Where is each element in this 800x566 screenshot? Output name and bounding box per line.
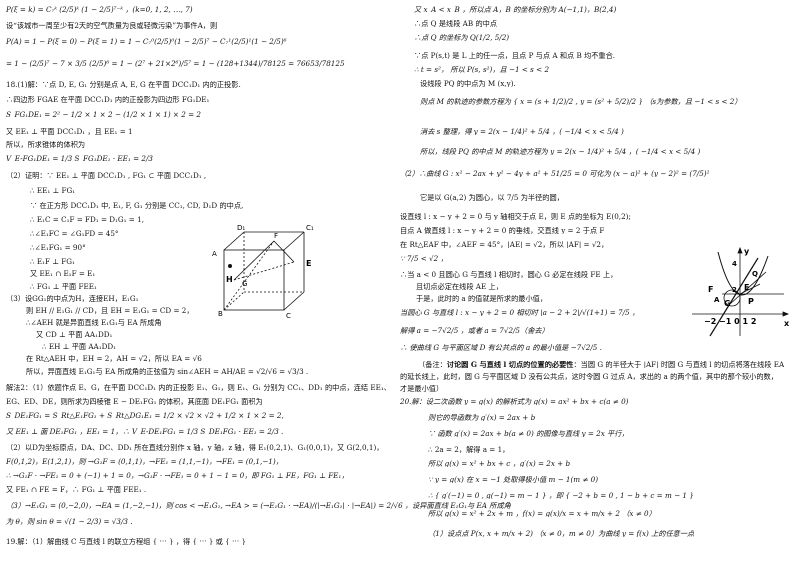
text-line: ∵点 P(s,t) 是 L 上的任一点，且点 P 与点 A 和点 B 均不重合.	[414, 52, 616, 60]
text-line: 所以，所求锥体的体积为	[6, 141, 86, 149]
text-line: ∵ 在正方形 DCC₁D₁ 中, E₁, F, G₁ 分别是 CC₁, CD, …	[30, 202, 244, 210]
figure-label: A	[212, 250, 217, 258]
figure-label: F	[274, 232, 278, 240]
figure-label: G	[242, 280, 247, 288]
figure-label: E	[744, 283, 749, 292]
text-line: 解得 a = −7√2/5 ，或者 a = 7√2/5（舍去）	[400, 327, 549, 335]
figure-label: 4	[732, 260, 737, 268]
axis-label: x	[784, 319, 790, 328]
text-line: 则点 M 的轨迹的参数方程为 { x = (s + 1/2)/2 , y = (…	[420, 98, 742, 106]
text-line: 的延长线上，此时，圆 G 与平面区域 D 没有公共点，这时令圆 G 过点 A，求…	[400, 373, 778, 381]
text-line: （3）设GG₁的中点为H，连接EH，E₁G₁	[6, 295, 139, 303]
text-line: 设直线 l : x − y + 2 = 0 与 y 轴相交于点 E，则 E 点的…	[400, 213, 631, 221]
text-line: ∵ 函数 g′(x) = 2ax + b(a ≠ 0) 的图像与直线 y = 2…	[428, 430, 629, 438]
text-line: 18.(1)解：∵点 D, E, G₁ 分别是点 A, E, G 在平面 DCC…	[6, 81, 241, 89]
text-line: （备注：讨论圆 G 与直线 l 切点的位置的必要性：当圆 G 的半径大于 |AF…	[418, 361, 785, 369]
axis-label: y	[744, 247, 750, 256]
text-line: 在 Rt△AEH 中，EH = 2，AH = √2，所以 EA = √6	[26, 355, 202, 363]
text-line: 又 EE₁ ⊥ 平面 DCC₁D₁ ，且 EE₁ = 1	[6, 128, 133, 136]
text-line: S_DE₁FG₁ = S_Rt△E₁FG₁ + S_Rt△DG₁E₁ = 1/2…	[6, 412, 284, 420]
text-line: 又 EE₁ ⊥ 面 DE₁FG₁ ，EE₁ = 1，∴ V_E-DE₁FG₁ =…	[6, 428, 284, 436]
text-line: ∴点 Q 是线段 AB 的中点	[414, 20, 498, 28]
text-line: ∴ →G₁F · →FE₁ = 0 + (−1) + 1 = 0，→G₁F · …	[6, 472, 349, 480]
text-line: 它是以 G(a,2) 为圆心，以 7/5 为半径的圆，	[420, 194, 564, 202]
text-line: 解法2：（1）依题作点 E、G，在平面 DCC₁D₁ 内的正投影 E₁、G₁，则…	[6, 384, 391, 392]
text-line: 所以 g(x) = x² + 2x + m ，f(x) = g(x)/x = x…	[428, 510, 656, 518]
text-line: ∴ E₁F ⊥ FG₁	[30, 258, 75, 266]
figure-label: P	[748, 297, 754, 306]
text-line: = 1 − (2/5)⁷ − 7 × 3/5 (2/5)⁶ = 1 − (2⁷ …	[6, 60, 345, 68]
text-line: （3）→E₁G₁ = (0,−2,0)，→EA = (1,−2,−1)，则 co…	[6, 502, 511, 510]
text-line: 设“该城市一周至少有2天的空气质量为良或轻微污染”为事件A，则	[6, 22, 218, 30]
text-line: EG、ED、DE，则所求为四棱锥 E − DE₁FG₁ 的体积，其底面 DE₁F…	[6, 398, 263, 406]
text-line: ∴当 a < 0 且圆心 G 与直线 l 相切时，圆心 G 必定在线段 FE 上…	[400, 271, 618, 279]
text-line: S_FG₁DE₁ = 2² − 1/2 × 1 × 2 − (1/2 × 1 ×…	[6, 111, 201, 119]
figure-label: C₁	[306, 224, 314, 232]
figure-label: E	[306, 259, 311, 268]
figure-label: C	[286, 312, 291, 320]
text-line: 所以，异面直线 E₁G₁与 EA 所成角的正弦值为 sin∠AEH = AH/A…	[26, 368, 309, 376]
text-line: V_E-FG₁DE₁ = 1/3 S_FG₁DE₁ · EE₁ = 2/3	[6, 155, 153, 163]
text-line: ∴ EE₁ ⊥ FG₁	[30, 187, 76, 195]
text-line: ∴ 2a = 2，解得 a = 1，	[428, 446, 510, 454]
figure-label: G	[724, 299, 731, 308]
text-line: ∴四边形 FGAE 在平面 DCC₁D₁ 内的正投影为四边形 FG₁DE₁	[6, 96, 210, 104]
text-line: 为 θ，则 sin θ = √(1 − 2/3) = √3/3 .	[6, 518, 133, 526]
text-line: （1）设点点 P(x, x + m/x + 2) （x ≠ 0，m ≠ 0）为曲…	[428, 530, 695, 538]
cube-figure: A B C D₁ C₁ E H G F	[212, 224, 314, 320]
figure-label: D₁	[237, 224, 245, 232]
text-line: ∴ EH ⊥ 平面 AA₁DD₁	[42, 343, 117, 351]
text-line: ∴∠AEH 就是异面直线 E₁G₁与 EA 所成角	[26, 319, 162, 327]
figure-label: 2	[732, 286, 737, 294]
axis-ticks: −2 −1 0 1 2	[704, 317, 756, 326]
text-line: 才是最小值）	[400, 385, 444, 393]
text-line: 所以 g(x) = x² + bx + c ，g′(x) = 2x + b	[428, 460, 571, 468]
text-line: ∵ 7/5 < √2 ，	[400, 255, 448, 263]
text-line: （2）∴曲线 G : x² − 2ax + y² − 4y + a² + 51/…	[400, 170, 710, 178]
text-line: ∴∠E₁FG₁ = 90°	[30, 244, 86, 252]
underlined-phrase: 讨论圆 G 与直线 l 切点的位置的必要性	[446, 361, 574, 369]
text-line: ∴点 Q 的坐标为 Q(1/2, 5/2)	[414, 34, 510, 42]
figure-label: Q	[752, 270, 758, 278]
text-line: 又 x_A < x_B ，所以点 A，B 的坐标分别为 A(−1,1)，B(2,…	[414, 6, 617, 14]
figure-label: A	[714, 296, 720, 304]
figure-label: H	[226, 275, 233, 284]
text-line: 设线段 PQ 的中点为 M (x,y).	[420, 80, 516, 88]
text-line: ∵ y = g(x) 在 x = −1 处取得极小值 m − 1(m ≠ 0)	[428, 476, 599, 484]
text-line: P(ξ = k) = C₇ᵏ (2/5)ᵏ (1 − 2/5)⁷⁻ᵏ ，(k=0…	[6, 6, 193, 14]
text-line: 且切点必定在线段 AE 上，	[416, 283, 503, 291]
point-marker	[228, 264, 232, 268]
text-line: 当圆心 G 与直线 l : x − y + 2 = 0 相切时 |a − 2 +…	[400, 309, 640, 317]
text-line: 于是，此时的 a 的值就是所求的最小值，	[416, 295, 548, 303]
text-line: 又 FE₁ ∩ FE = F，∴ FG₁ ⊥ 平面 FEE₁ .	[6, 486, 147, 494]
figure-label: F	[708, 285, 713, 294]
text-line: （2）以D为坐标原点，DA、DC、DD₁ 所在直线分别作 x 轴，y 轴，z 轴…	[6, 444, 384, 452]
text-line: ∴ { g′(−1) = 0 , g(−1) = m − 1 } ，即 { −2…	[428, 492, 694, 500]
text-line: 自点 A 做直线 l : x − y + 2 = 0 的垂线，交直线 y = 2…	[400, 227, 605, 235]
text-line: ∴ E₁C = C₁F = FD₁ = D₁G₁ = 1,	[30, 216, 144, 224]
text-line: （2）证明：∵ EE₁ ⊥ 平面 DCC₁D₁ , FG₁ ⊂ 平面 DCC₁D…	[6, 172, 207, 180]
text-line: 则它的导函数为 g′(x) = 2ax + b	[428, 414, 536, 422]
text-line: P(A) = 1 − P(ξ = 0) − P(ξ = 1) = 1 − C₇⁰…	[6, 38, 287, 46]
text-line: ∴ 使曲线 G 与平面区域 D 有公共点的 a 的最小值是 −7√2/5 .	[400, 344, 602, 352]
text-line: ∴ t = s²， 所以 P(s, s²)，且 −1 < s < 2	[414, 66, 550, 74]
text-line: 19.解：（1）解曲线 C 与直线 l 的联立方程组 { ⋯ } ，得 { ⋯ …	[6, 538, 247, 546]
text-line: 又 CD ⊥ 平面 AA₁DD₁	[36, 331, 113, 339]
text-line: ∴ FG₁ ⊥ 平面 FEE₁	[30, 283, 97, 291]
text-line: F(0,1,2)，E(1,2,1)，则 →G₁F = (0,1,1)，→FE₁ …	[6, 458, 283, 466]
text-line: ∴∠E₁FC = ∠G₁FD = 45°	[30, 230, 119, 238]
text-line: 20.解：设二次函数 y = g(x) 的解析式为 g(x) = ax² + b…	[400, 398, 629, 406]
text-line: 在 Rt△EAF 中，∠AEF = 45°，|AE| = √2，所以 |AF| …	[400, 241, 609, 249]
text-line: 又 EE₁ ∩ E₁F = E₁	[30, 270, 96, 278]
text-line: 则 EH // E₁G₁ // CD，且 EH = E₁G₁ = CD = 2，	[26, 307, 194, 315]
figure-label: B	[218, 310, 223, 318]
text-line: 消去 s 整理，得 y = 2(x − 1/4)² + 5/4 ，( −1/4 …	[420, 128, 624, 136]
text-line: 所以，线段 PQ 的中点 M 的轨迹方程为 y = 2(x − 1/4)² + …	[420, 148, 701, 156]
coordinate-figure: y x 4 2 F E G A P Q −2 −1 0 1 2	[692, 246, 790, 337]
